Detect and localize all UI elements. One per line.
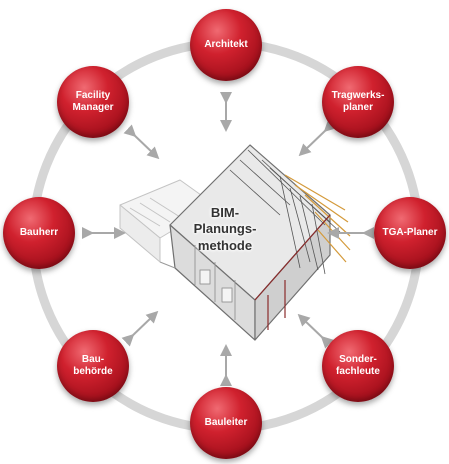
arrow-facility-manager [123, 124, 160, 160]
node-bauleiter: Bauleiter [190, 387, 262, 459]
node-bauherr: Bauherr [3, 197, 75, 269]
center-label: BIM- Planungs- methode [193, 205, 257, 253]
arrow-baubehoerde [121, 310, 159, 347]
arrow-tragwerksplaner [298, 119, 337, 157]
node-baubehoerde: Bau- behörde [57, 330, 129, 402]
building-model-illustration [119, 144, 351, 341]
node-architekt: Architekt [190, 9, 262, 81]
node-sonderfachleute: Sonder- fachleute [322, 330, 394, 402]
node-tga-planer: TGA-Planer [374, 197, 446, 269]
arrow-sonderfachleute [297, 313, 334, 349]
connection-arrows [82, 92, 374, 386]
node-tragwerksplaner: Tragwerks- planer [322, 66, 394, 138]
node-facility-manager: Facility Manager [57, 66, 129, 138]
